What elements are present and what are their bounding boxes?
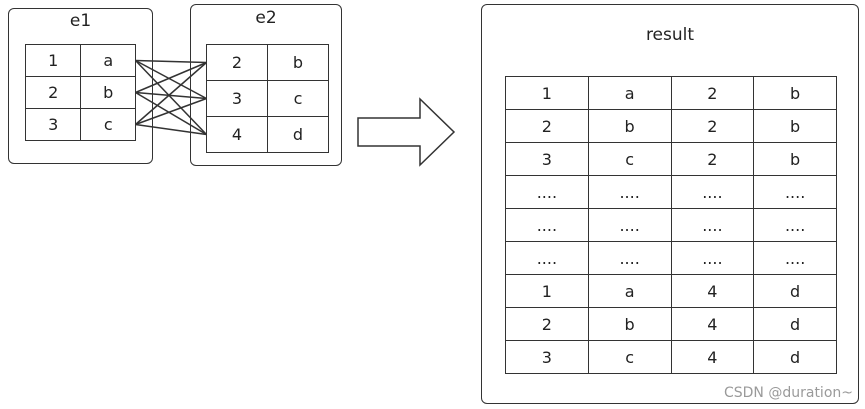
result-cell: b (587, 307, 672, 341)
result-row: ................ (505, 175, 837, 209)
result-cell: 4 (670, 340, 755, 374)
result-title: result (645, 25, 695, 45)
result-cell: .... (753, 175, 837, 209)
cross-join-line (135, 91, 207, 100)
cross-join-line (135, 97, 207, 126)
result-cell: c (587, 340, 672, 374)
result-cell: .... (670, 241, 755, 275)
e2-cell: c (267, 80, 329, 117)
result-cell: a (587, 76, 672, 110)
e2-cell: 4 (206, 116, 268, 153)
result-cell: .... (753, 241, 837, 275)
result-row: ................ (505, 241, 837, 275)
result-cell: 4 (670, 307, 755, 341)
cross-join-line (135, 91, 207, 136)
result-cell: 2 (505, 109, 589, 143)
result-cell: d (753, 340, 837, 374)
e1-title: e1 (69, 11, 92, 31)
result-cell: b (587, 109, 672, 143)
result-cell: .... (670, 208, 755, 242)
e1-cell: b (80, 76, 136, 109)
e2-title: e2 (255, 8, 277, 28)
e2-cell: b (267, 44, 329, 81)
result-cell: .... (670, 175, 755, 209)
e1-cell: 1 (24, 44, 82, 77)
result-cell: .... (753, 208, 837, 242)
result-cell: .... (587, 175, 672, 209)
cross-join-line (134, 59, 208, 136)
result-cell: 2 (670, 109, 755, 143)
result-cell: .... (505, 241, 589, 275)
result-cell: 1 (505, 76, 589, 110)
e1-cell: 3 (24, 108, 82, 141)
result-cell: .... (505, 208, 589, 242)
result-cell: b (753, 76, 837, 110)
result-cell: b (753, 109, 837, 143)
cross-join-line (135, 59, 207, 64)
result-cell: c (587, 142, 672, 176)
cross-join-line (135, 123, 207, 136)
result-cell: 2 (670, 142, 755, 176)
result-cell: 4 (670, 274, 755, 308)
result-cell: .... (505, 175, 589, 209)
cross-join-line (135, 61, 207, 94)
e1-cell: c (80, 108, 136, 141)
result-cell: d (753, 307, 837, 341)
result-cell: .... (587, 241, 672, 275)
watermark: CSDN @duration~ (723, 385, 853, 401)
result-cell: d (753, 274, 837, 308)
result-cell: a (587, 274, 672, 308)
cross-join-line (135, 61, 207, 126)
cross-join-line (135, 59, 207, 100)
result-cell: 3 (505, 340, 589, 374)
result-cell: 3 (505, 142, 589, 176)
e2-cell: 3 (206, 80, 268, 117)
result-cell: 1 (505, 274, 589, 308)
result-cell: 2 (670, 76, 755, 110)
e2-cell: d (267, 116, 329, 153)
result-cell: b (753, 142, 837, 176)
result-cell: 2 (505, 307, 589, 341)
result-cell: .... (587, 208, 672, 242)
result-row: ................ (505, 208, 837, 242)
e1-cell: a (80, 44, 136, 77)
